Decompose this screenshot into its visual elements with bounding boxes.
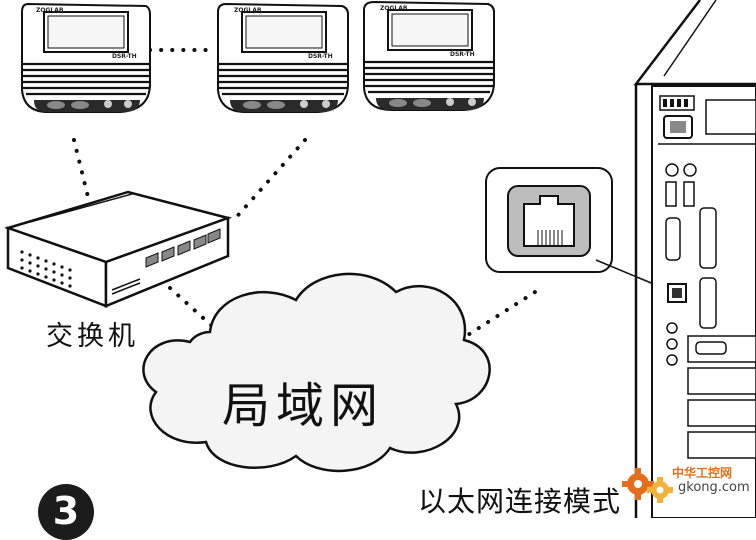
computer-tower xyxy=(633,0,756,519)
link-logger2-switch xyxy=(230,138,307,224)
link-logger1-switch xyxy=(72,138,92,207)
watermark-url: gkong.com xyxy=(678,480,750,495)
lan-label: 局域网 xyxy=(222,378,385,434)
watermark-site-name: 中华工控网 xyxy=(672,466,733,480)
data-logger-1 xyxy=(21,2,151,113)
data-logger-3 xyxy=(363,0,495,111)
step-number-badge: 3 xyxy=(38,484,94,540)
logger-1-model: DSR-TH xyxy=(112,53,137,60)
logger-2-brand: ZOGLAB xyxy=(234,7,262,14)
link-lan-pc xyxy=(458,290,537,342)
mode-caption: 以太网连接模式 xyxy=(418,485,622,518)
ethernet-port-callout xyxy=(485,167,669,291)
logger-3-model: DSR-TH xyxy=(450,51,475,58)
logger-3-brand: ZOGLAB xyxy=(380,5,408,12)
network-switch xyxy=(3,190,233,308)
network-diagram: ZOGLAB DSR-TH ZOGLAB DSR-TH ZO xyxy=(3,0,756,519)
watermark: 中华工控网 gkong.com xyxy=(620,462,750,510)
connection-lines xyxy=(72,48,537,342)
logger-2-model: DSR-TH xyxy=(308,53,333,60)
diagram-canvas: ZOGLAB DSR-TH ZOGLAB DSR-TH ZO xyxy=(3,0,756,540)
logger-1-brand: ZOGLAB xyxy=(36,7,64,14)
gear-logo-icon xyxy=(622,468,673,503)
data-logger-2 xyxy=(217,2,349,113)
switch-label: 交换机 xyxy=(46,321,139,352)
link-switch-lan xyxy=(168,286,214,328)
lan-cloud xyxy=(142,272,491,473)
rj45-port-icon xyxy=(523,195,575,247)
